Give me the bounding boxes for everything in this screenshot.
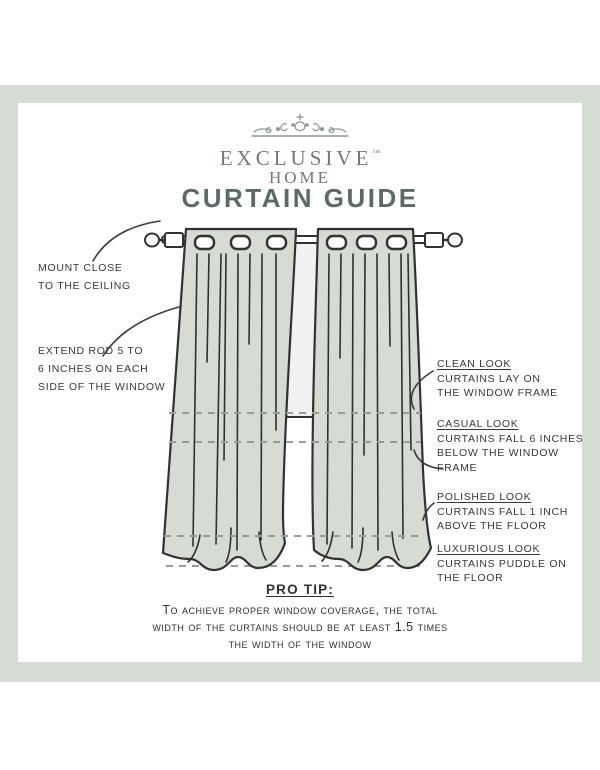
crown-ornament-icon [251,113,349,137]
pro-tip-heading: PRO TIP: [265,582,335,597]
note-extend-rod: EXTEND ROD 5 TO 6 INCHES ON EACH SIDE OF… [38,345,166,393]
brand-name: EXCLUSIVE™ [219,146,381,170]
brand-logo: EXCLUSIVE™ HOME [0,110,600,187]
pro-tip: PRO TIP: To achieve proper window covera… [100,582,500,653]
note-luxurious-look: LUXURIOUS LOOK CURTAINS PUDDLE ON THE FL… [437,543,567,584]
note-heading: POLISHED LOOK [437,491,532,503]
trademark-symbol: ™ [372,148,381,157]
note-clean-look: CLEAN LOOK CURTAINS LAY ON THE WINDOW FR… [437,358,558,399]
note-polished-look: POLISHED LOOK CURTAINS FALL 1 INCH ABOVE… [437,491,569,532]
page-title: CURTAIN GUIDE [181,183,419,213]
note-heading: LUXURIOUS LOOK [437,543,541,555]
brand-name-line2: HOME [268,168,332,187]
note-casual-look: CASUAL LOOK CURTAINS FALL 6 INCHES BELOW… [437,417,600,475]
note-mount-close: MOUNT CLOSE TO THE CEILING [38,262,131,292]
note-heading: CLEAN LOOK [437,358,512,370]
note-heading: CASUAL LOOK [437,418,519,430]
